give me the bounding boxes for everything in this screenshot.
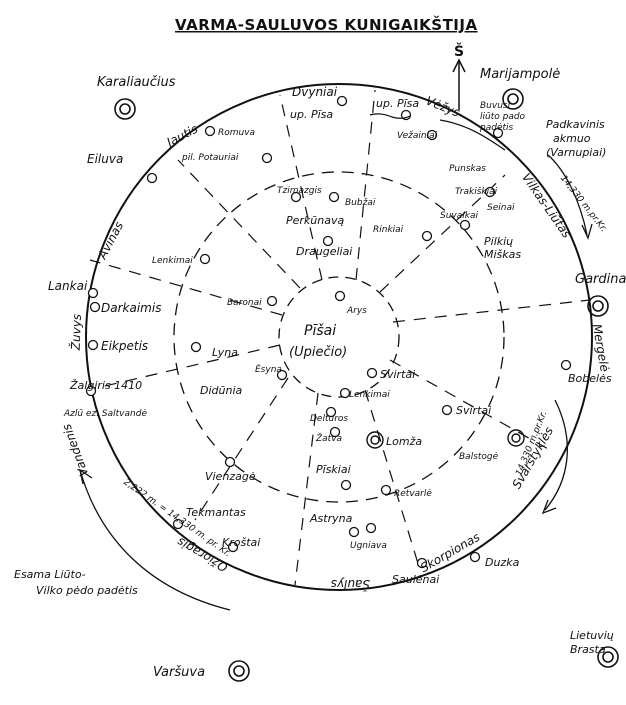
- center-name: Pīšai: [304, 323, 336, 339]
- label-padetis: padėtis: [479, 123, 514, 133]
- label-esama-2: Vilko pėdo padėtis: [36, 584, 138, 597]
- inner-circle: [278, 276, 400, 398]
- map-title: VARMA-SAULUVOS KUNIGAIKŠTIJA: [175, 15, 478, 34]
- label-delturos: Delturos: [310, 414, 348, 424]
- label-vezainiai: Vežainiai: [397, 131, 438, 141]
- label-esyna: Ėsyna: [255, 364, 282, 375]
- label-bubzai: Bubžai: [345, 198, 376, 208]
- label-duzka: Duzka: [485, 556, 520, 569]
- label-darkaimis: Darkaimis: [101, 301, 161, 315]
- label-zalgiris: Žalgiris 1410: [69, 379, 142, 392]
- label-up-pisa-1: up. Pīsa: [290, 108, 333, 121]
- edge-saulys: Šaulys: [331, 577, 370, 592]
- label-pilkiu-2: Miškas: [484, 248, 521, 261]
- outer-city-markers: [114, 88, 619, 682]
- label-brasta: Brasta: [570, 643, 606, 656]
- label-baronai: Baronai: [227, 298, 262, 308]
- label-pilkiu-1: Pilkių: [484, 235, 513, 248]
- label-tekmantas: Tekmantas: [186, 506, 246, 519]
- label-esama-1: Esama Liūto-: [14, 568, 86, 581]
- label-vienzage: Vienzagė: [205, 470, 256, 483]
- label-astryna: Astryna: [309, 512, 353, 525]
- label-liuto-pado: liūto pado: [480, 112, 526, 122]
- edge-jautis: Jautis: [163, 122, 200, 151]
- label-svirtai-2: Svirtai: [456, 404, 491, 417]
- sector-dividers: [87, 89, 591, 586]
- label-up-pisa-2: up. Pīsa: [376, 97, 419, 110]
- label-padkavinis-3: (Varnupiai): [546, 146, 606, 159]
- label-svirtai-1: Svirtai: [380, 368, 415, 381]
- label-tzimazgis: Tzimazgis: [277, 186, 322, 196]
- label-eikpetis: Eikpetis: [101, 339, 148, 353]
- label-lenkimai-c: Lenkimai: [349, 390, 390, 400]
- label-gardinas: Gardinas: [575, 272, 626, 287]
- label-marijampole: Marijampolė: [480, 67, 560, 82]
- label-punskas: Punskas: [449, 164, 486, 174]
- label-rinkiai: Rinkiai: [373, 225, 404, 235]
- edge-dvyniai: Dvyniai: [292, 85, 338, 99]
- edge-mergele: Mergelė: [590, 323, 612, 373]
- label-padkavinis-1: Padkavinis: [546, 118, 605, 131]
- north-label: Š: [454, 42, 464, 60]
- edge-vandenis: Vandenis: [59, 422, 91, 478]
- north-arrow: Š: [452, 42, 466, 110]
- label-karaliaucius: Karaliaučius: [97, 75, 176, 90]
- label-padkavinis-2: akmuo: [553, 132, 591, 145]
- label-pil-potauriai: pil. Potauriai: [181, 153, 239, 163]
- label-arys: Arys: [346, 306, 367, 316]
- edge-vezys: Vėžys: [424, 94, 462, 120]
- label-didunia: Didūnia: [200, 384, 243, 397]
- edge-zuvys: Žuvys: [68, 314, 84, 352]
- label-buvusi: Buvusi: [480, 101, 511, 111]
- label-balstoge: Balstogė: [459, 452, 499, 462]
- middle-circle: [173, 171, 505, 503]
- label-eiluva-text: Eiluva: [87, 152, 123, 166]
- label-trakiskiai: Trakiškiai: [455, 186, 498, 197]
- label-ugniava: Ugniava: [350, 541, 387, 551]
- label-piskiai: Pīskiai: [316, 463, 351, 476]
- label-suvalkai: Suvalkai: [440, 211, 478, 221]
- label-saulenai: Saulėnai: [392, 573, 439, 586]
- label-lenkimai-w: Lenkimai: [152, 256, 193, 266]
- label-romuva: Romuva: [218, 128, 255, 138]
- label-lietuviu: Lietuvių: [570, 629, 614, 642]
- label-retvarle: Retvarlė: [394, 489, 432, 499]
- label-lankai: Lankai: [48, 279, 88, 293]
- label-draugeliai: Draugeliai: [296, 245, 352, 258]
- label-perkunava: Perkūnavą: [286, 214, 344, 227]
- edge-avinas: Avinas: [95, 219, 127, 262]
- outer-circle: [85, 83, 593, 591]
- label-varsuva: Varšuva: [153, 665, 205, 680]
- label-lyna: Lyna: [212, 346, 238, 359]
- label-krostai: Kroštai: [222, 536, 260, 549]
- label-zatva: Žatva: [315, 432, 342, 444]
- label-seinai: Seinai: [487, 203, 515, 213]
- label-lomza: Lomža: [386, 435, 422, 448]
- label-azlu-ez: Azlū ez. Saltvandė: [63, 409, 147, 419]
- label-bobeles: Bobelės: [568, 372, 612, 385]
- center-alt: (Upiečio): [289, 345, 347, 360]
